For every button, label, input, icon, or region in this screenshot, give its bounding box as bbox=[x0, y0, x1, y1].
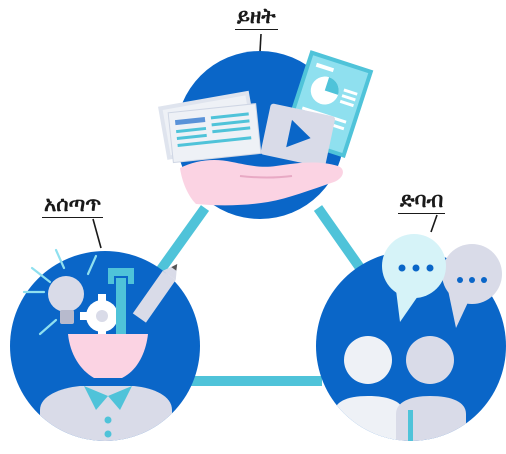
speech-bubble-left bbox=[382, 234, 446, 322]
wrench-icon bbox=[108, 268, 134, 334]
person-right-body bbox=[396, 396, 466, 441]
pencil-icon bbox=[132, 263, 178, 323]
lightbulb-icon bbox=[48, 276, 84, 324]
hand-holding-documents-icon bbox=[158, 50, 374, 206]
two-people-with-speech-bubbles-icon bbox=[334, 234, 502, 441]
label-content: ይዘት bbox=[235, 4, 278, 31]
head-with-gear-wrench-bulb-icon bbox=[22, 248, 178, 441]
person-right-head bbox=[406, 336, 454, 384]
label-delivery: አሰጣጥ bbox=[42, 192, 104, 219]
left-label-pointer bbox=[92, 218, 102, 249]
speech-bubble-right bbox=[442, 244, 502, 328]
hand-shape bbox=[180, 160, 343, 206]
node-atmosphere bbox=[316, 234, 506, 441]
spark-lines bbox=[22, 248, 98, 336]
open-head-shape bbox=[68, 334, 148, 378]
label-atmosphere: ድባብ bbox=[398, 188, 446, 215]
top-label-pointer bbox=[259, 33, 262, 53]
node-content bbox=[158, 50, 374, 219]
person-left-body bbox=[334, 396, 404, 441]
right-label-pointer bbox=[430, 214, 438, 233]
person-left-head bbox=[344, 336, 392, 384]
node-delivery bbox=[10, 248, 200, 441]
